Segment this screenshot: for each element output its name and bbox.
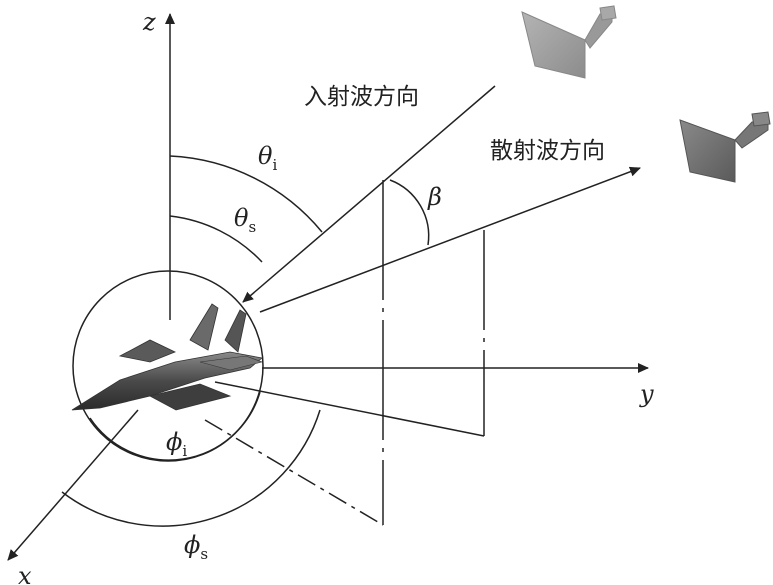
scattered-ground-projection [214,381,485,437]
phi-i-arc [89,391,261,461]
incident-direction-line [242,85,496,303]
theta-s-label: θs [234,204,256,236]
incident-direction-label: 入射波方向 [304,84,419,110]
phi-i-label: ϕi [166,428,187,460]
z-axis-label: z [142,8,156,36]
y-axis-label: y [639,380,654,408]
aircraft-icon [71,303,264,411]
transmit-horn-antenna-icon [521,5,617,79]
scattered-direction-line [259,166,641,313]
scattered-direction-label: 散射波方向 [490,138,605,164]
phi-s-arc [61,409,321,527]
beta-arc [389,179,430,246]
phi-s-label: ϕs [184,531,208,563]
x-axis [7,409,139,561]
theta-s-arc [169,215,263,263]
theta-i-arc [169,155,323,233]
incident-ground-projection [204,419,384,526]
theta-i-label: θi [258,142,277,174]
origin-circle [72,270,264,462]
x-axis-label: x [18,562,32,585]
beta-label: β [427,183,442,211]
receive-horn-antenna-icon [679,111,771,183]
